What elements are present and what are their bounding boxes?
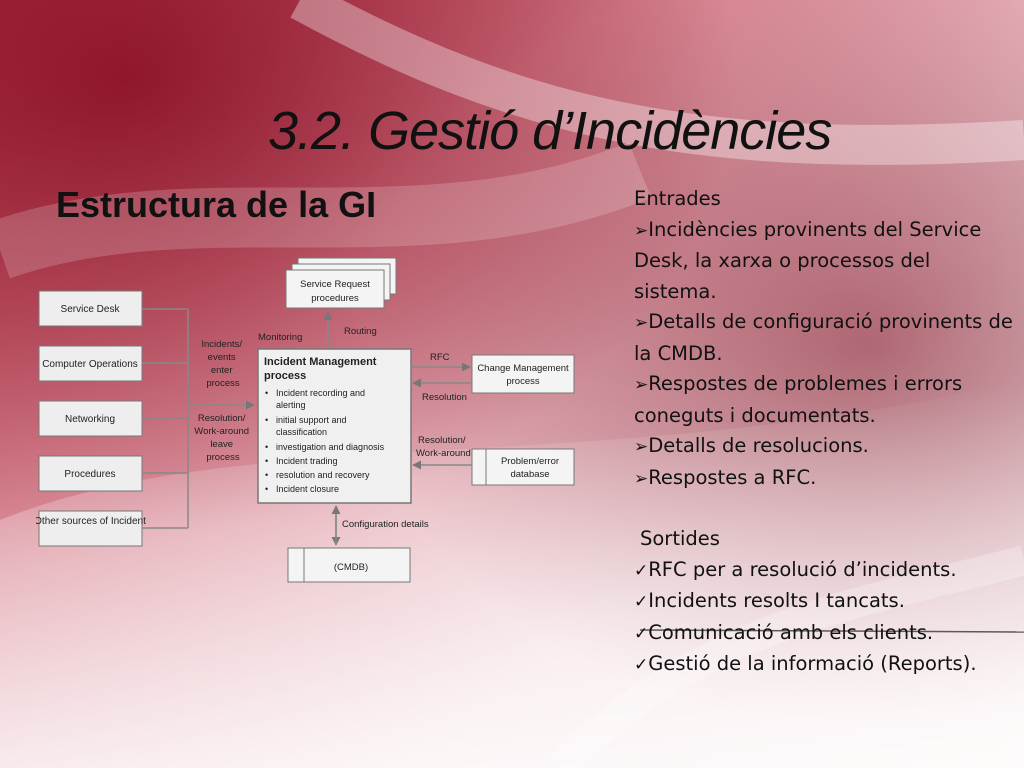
checkmark-icon: ✓ [634, 592, 649, 612]
label-rfc: RFC [430, 352, 450, 363]
svg-text:•: • [265, 442, 268, 452]
svg-text:(CMDB): (CMDB) [334, 562, 368, 573]
source-networking: Networking [38, 400, 143, 437]
input-item: ➢Respostes de problemes i errors conegut… [634, 372, 963, 427]
svg-text:•: • [265, 470, 268, 480]
checkmark-icon: ✓ [634, 655, 649, 675]
slide-title: 3.2. Gestió d’Incidències [268, 101, 832, 161]
svg-text:procedures: procedures [311, 293, 359, 304]
source-label: Computer Operations [42, 359, 138, 370]
source-other-sources: Other sources of Incident [36, 510, 146, 547]
arrow-bullet-icon: ➢ [634, 220, 649, 241]
im-item: Incident closure [276, 484, 339, 494]
source-label-line1: Other sources of Incident [36, 516, 146, 527]
source-computer-operations: Computer Operations [38, 345, 143, 382]
label-resolution-workaround: Resolution/ Work-around [416, 435, 471, 459]
label-configuration-details: Configuration details [342, 519, 429, 530]
input-item: ➢Respostes a RFC. [634, 465, 817, 489]
change-management-process: Change Management process [471, 354, 575, 394]
source-label: Networking [65, 414, 115, 425]
source-label: Procedures [64, 469, 115, 480]
source-label: Service Desk [61, 304, 121, 315]
output-item: ✓Comunicació amb els clients. [634, 620, 934, 644]
label-incidents-enter: Incidents/ events enter process [201, 339, 244, 389]
svg-text:Incident Management: Incident Management [264, 356, 377, 368]
incident-management-process: Incident Management process • Incident r… [257, 348, 412, 504]
inputs-outputs-panel: Entrades ➢Incidències provinents del Ser… [634, 184, 1014, 681]
outputs-heading: Sortides [640, 527, 720, 550]
arrow-bullet-icon: ➢ [634, 437, 649, 457]
incident-management-diagram: Service Desk Computer Operations Network… [36, 257, 575, 583]
svg-text:Service Request: Service Request [300, 279, 370, 290]
cmdb-box: (CMDB) [287, 547, 411, 583]
svg-text:Problem/error: Problem/error [501, 456, 559, 467]
svg-text:process: process [506, 376, 540, 387]
arrow-bullet-icon: ➢ [634, 375, 649, 395]
svg-text:initial support and: initial support and [276, 415, 347, 425]
im-item: resolution and recovery [276, 470, 370, 480]
input-item: ➢Detalls de resolucions. [634, 434, 869, 457]
service-request-procedures: Service Request procedures [285, 257, 397, 309]
problem-error-database: Problem/error database [471, 448, 575, 486]
checkmark-icon: ✓ [634, 623, 649, 644]
svg-text:Change Management: Change Management [477, 363, 569, 374]
svg-text:alerting: alerting [276, 400, 306, 410]
im-item: Incident recording and [276, 388, 365, 398]
input-item: ➢Detalls de configuració provinents de l… [634, 310, 1013, 365]
label-routing: Routing [344, 326, 377, 337]
label-resolution: Resolution [422, 392, 467, 403]
output-item: ✓Incidents resolts I tancats. [634, 589, 905, 612]
slide-subtitle: Estructura de la GI [56, 184, 377, 225]
svg-text:•: • [265, 484, 268, 494]
input-item: ➢Incidències provinents del Service Desk… [634, 217, 982, 303]
svg-text:•: • [265, 388, 268, 398]
source-procedures: Procedures [38, 455, 143, 492]
svg-text:•: • [265, 456, 268, 466]
svg-text:database: database [510, 469, 549, 480]
label-monitoring: Monitoring [258, 332, 302, 343]
svg-text:classification: classification [276, 427, 327, 437]
source-service-desk: Service Desk [38, 290, 143, 327]
im-item: investigation and diagnosis [276, 442, 385, 452]
inputs-heading: Entrades [634, 187, 721, 210]
label-resolution-leave: Resolution/ Work-around leave process [194, 413, 251, 463]
svg-text:•: • [265, 415, 268, 425]
arrow-bullet-icon: ➢ [634, 468, 649, 489]
arrow-bullet-icon: ➢ [634, 313, 649, 333]
im-item: Incident trading [276, 456, 338, 466]
output-item: ✓Gestió de la informació (Reports). [634, 652, 977, 675]
svg-text:process: process [264, 370, 306, 382]
checkmark-icon: ✓ [634, 560, 649, 581]
output-item: ✓RFC per a resolució d’incidents. [634, 557, 957, 581]
